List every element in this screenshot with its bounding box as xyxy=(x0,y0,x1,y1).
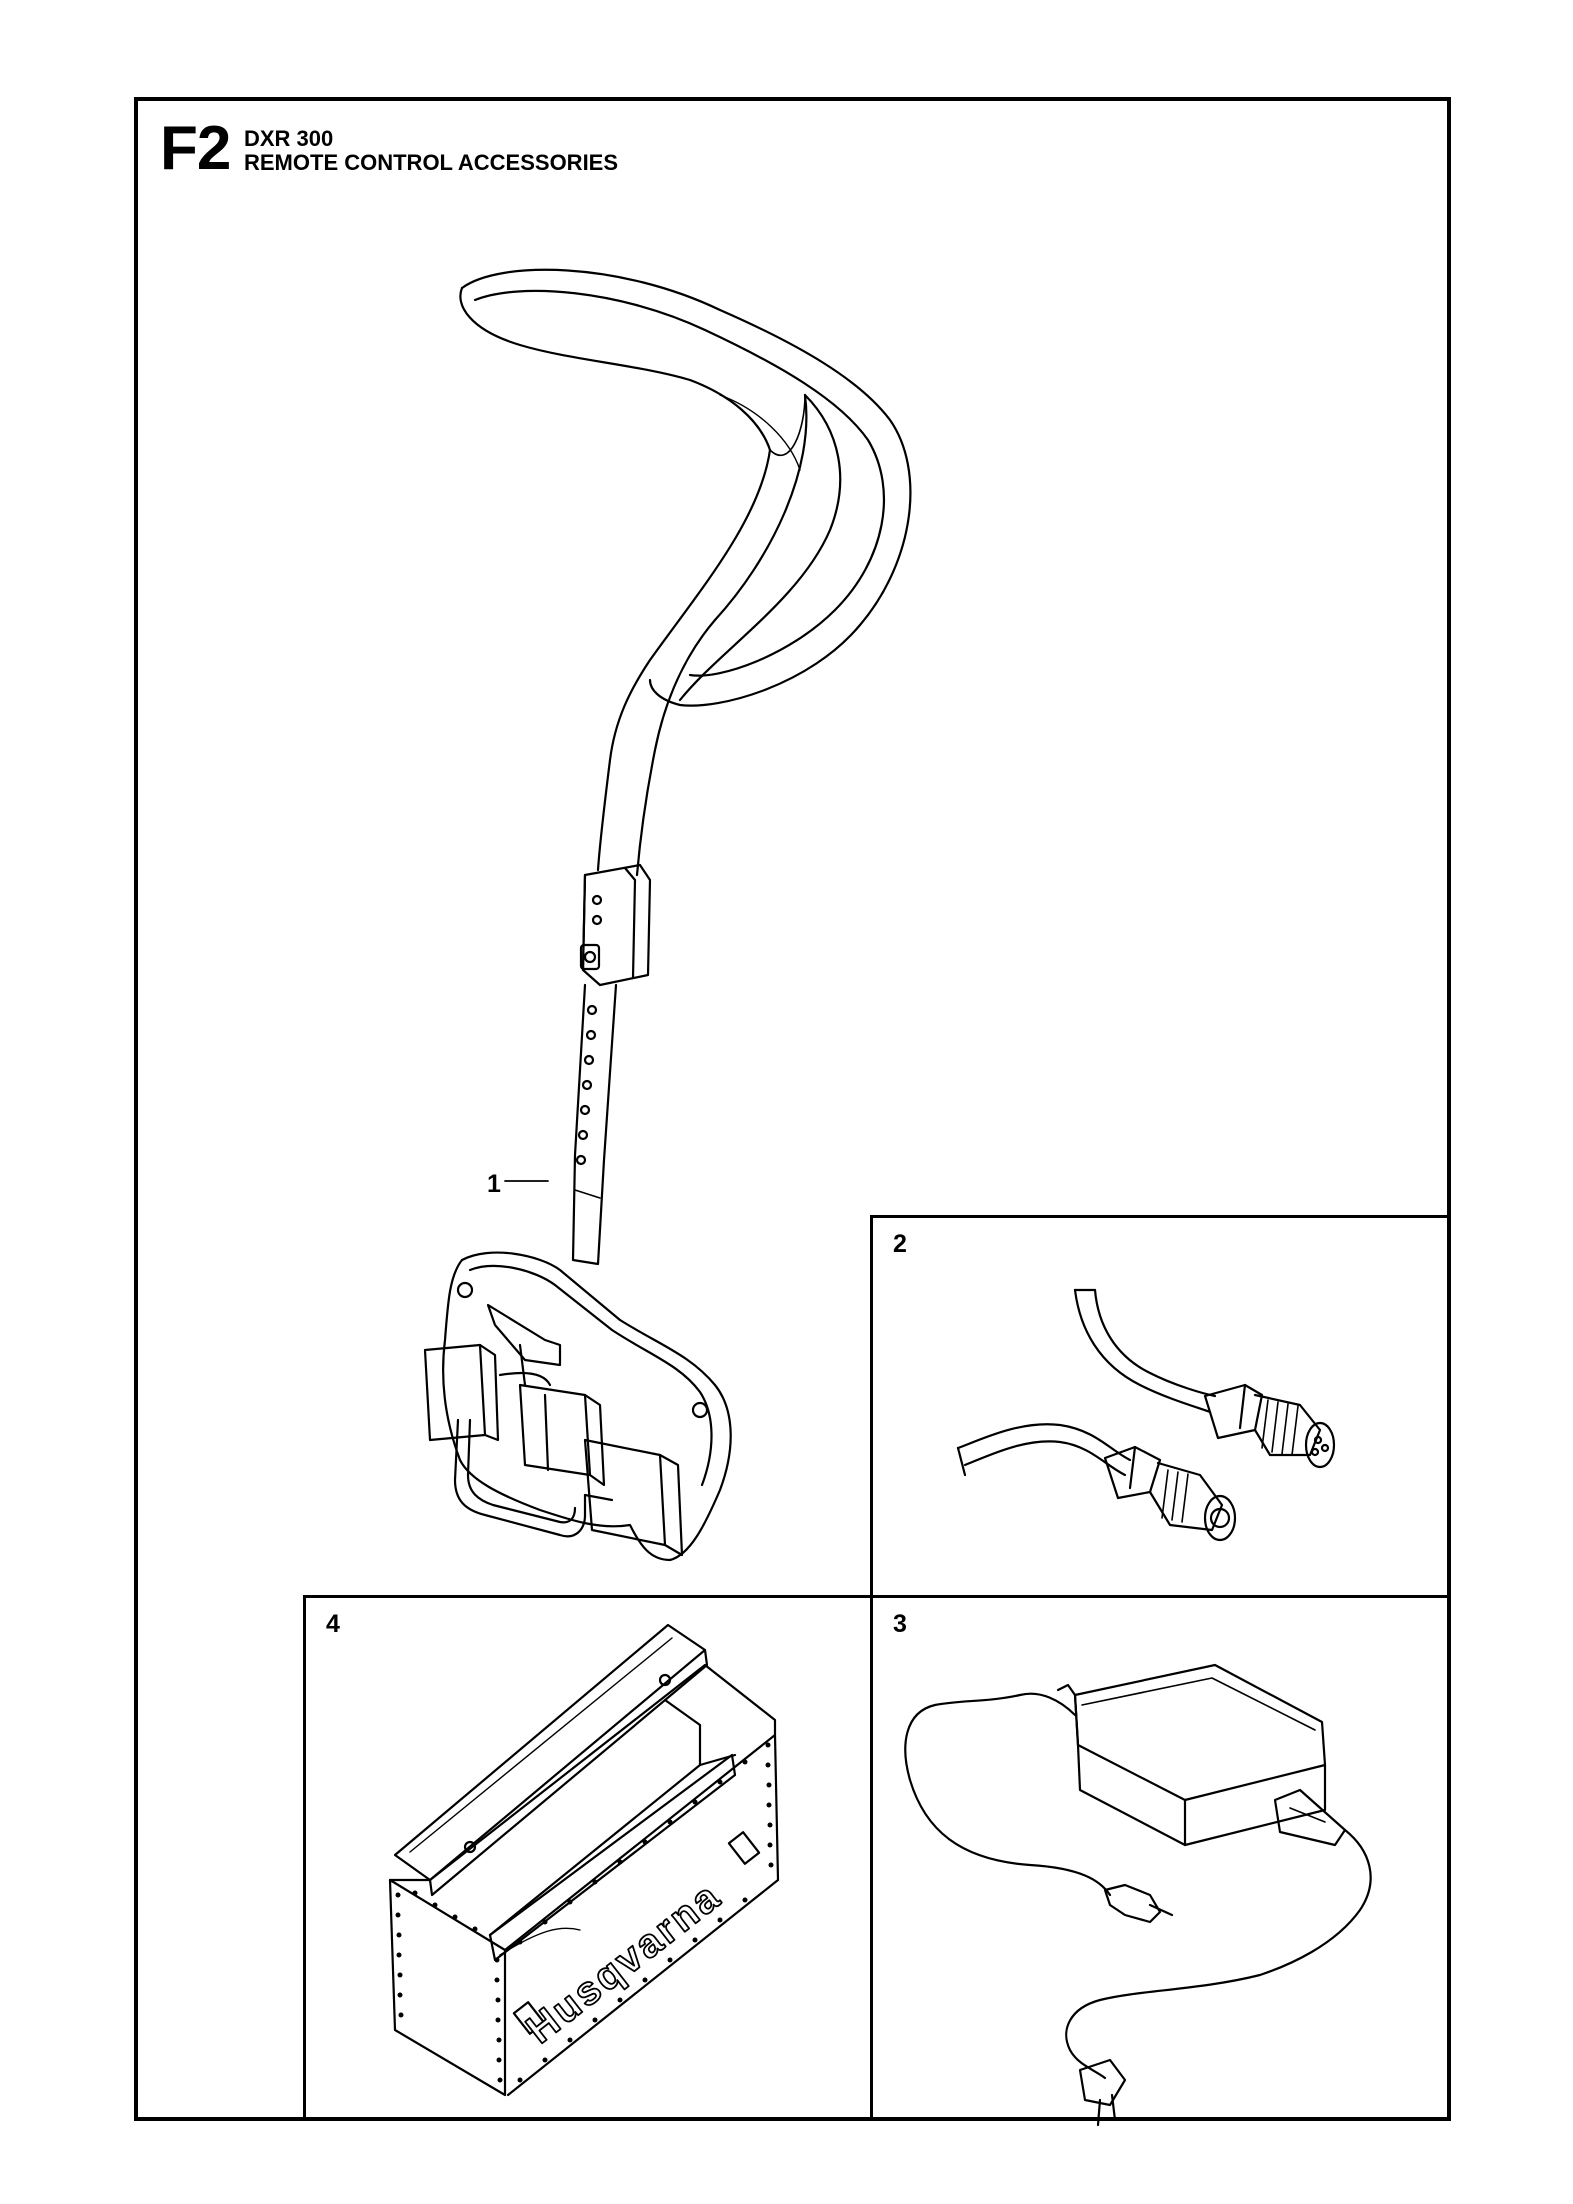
page-title: REMOTE CONTROL ACCESSORIES xyxy=(244,150,619,175)
cable-illustration xyxy=(956,1288,1336,1542)
case-rivets xyxy=(395,1742,774,2083)
callout-cable: 2 xyxy=(893,1230,907,1258)
case-brand-text: Husqvarna xyxy=(518,1874,729,2053)
panel-border-case-left xyxy=(303,1595,306,2121)
panel-border-case-top xyxy=(303,1595,1451,1598)
page-frame xyxy=(134,97,1451,2121)
callout-harness: 1 xyxy=(487,1170,501,1198)
model-name: DXR 300 xyxy=(244,126,334,151)
panel-border-cable-top xyxy=(870,1215,1451,1218)
section-code: F2 xyxy=(160,114,231,183)
case-illustration xyxy=(388,1623,780,2097)
panel-border-cable-left xyxy=(870,1215,873,2121)
charger-illustration xyxy=(904,1663,1372,2127)
callout-case: 4 xyxy=(326,1610,340,1638)
callout-charger: 3 xyxy=(893,1610,907,1638)
harness-illustration xyxy=(423,268,912,1562)
